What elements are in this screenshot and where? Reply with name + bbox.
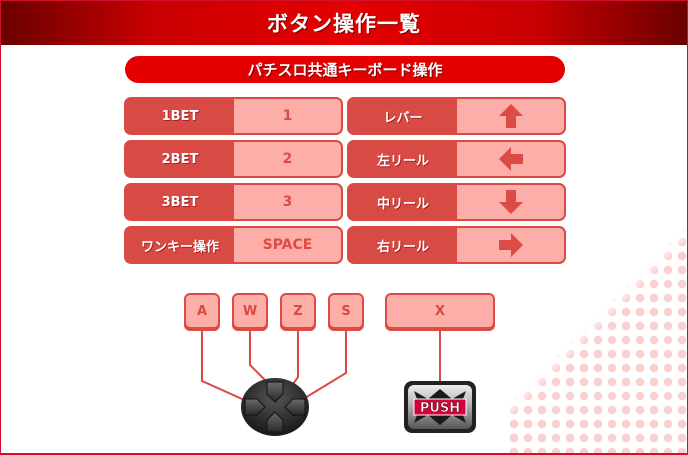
section-title-bar: パチスロ共通キーボード操作 xyxy=(125,56,565,83)
mapping-label: ワンキー操作 xyxy=(140,239,219,255)
mapping-row-1bet: 1BET 1 xyxy=(124,97,343,135)
mapping-label: 2BET xyxy=(161,151,199,167)
mapping-key: 3 xyxy=(234,185,341,219)
mapping-row-3bet: 3BET 3 xyxy=(124,183,343,221)
key-x: X xyxy=(385,293,495,329)
push-button-icon: PUSH xyxy=(404,381,476,433)
mapping-row-center-reel: 中リール xyxy=(347,183,566,221)
mapping-row-2bet: 2BET 2 xyxy=(124,140,343,178)
arrow-down-icon xyxy=(498,190,523,214)
mapping-label: 右リール xyxy=(376,239,429,255)
page-title: ボタン操作一覧 xyxy=(267,12,421,36)
mapping-row-right-reel: 右リール xyxy=(347,226,566,264)
mapping-label: 1BET xyxy=(161,108,199,124)
section-title: パチスロ共通キーボード操作 xyxy=(247,61,443,79)
dpad-icon xyxy=(241,378,309,436)
mapping-key: 1 xyxy=(234,99,341,133)
mapping-row-onekey: ワンキー操作 SPACE xyxy=(124,226,343,264)
key-z: Z xyxy=(280,293,316,329)
mapping-row-lever: レバー xyxy=(347,97,566,135)
mapping-row-left-reel: 左リール xyxy=(347,140,566,178)
arrow-left-icon xyxy=(498,147,523,171)
arrow-up-icon xyxy=(498,104,523,128)
panel-header: ボタン操作一覧 xyxy=(1,1,687,45)
mapping-label: 3BET xyxy=(161,194,199,210)
key-w: W xyxy=(232,293,268,329)
mapping-label: 左リール xyxy=(376,153,429,169)
mapping-key: 2 xyxy=(234,142,341,176)
svg-text:PUSH: PUSH xyxy=(420,401,460,416)
mapping-label: レバー xyxy=(383,110,423,126)
mapping-key: SPACE xyxy=(234,228,341,262)
arrow-right-icon xyxy=(498,233,523,257)
key-s: S xyxy=(328,293,364,329)
mapping-label: 中リール xyxy=(376,196,429,212)
key-a: A xyxy=(184,293,220,329)
